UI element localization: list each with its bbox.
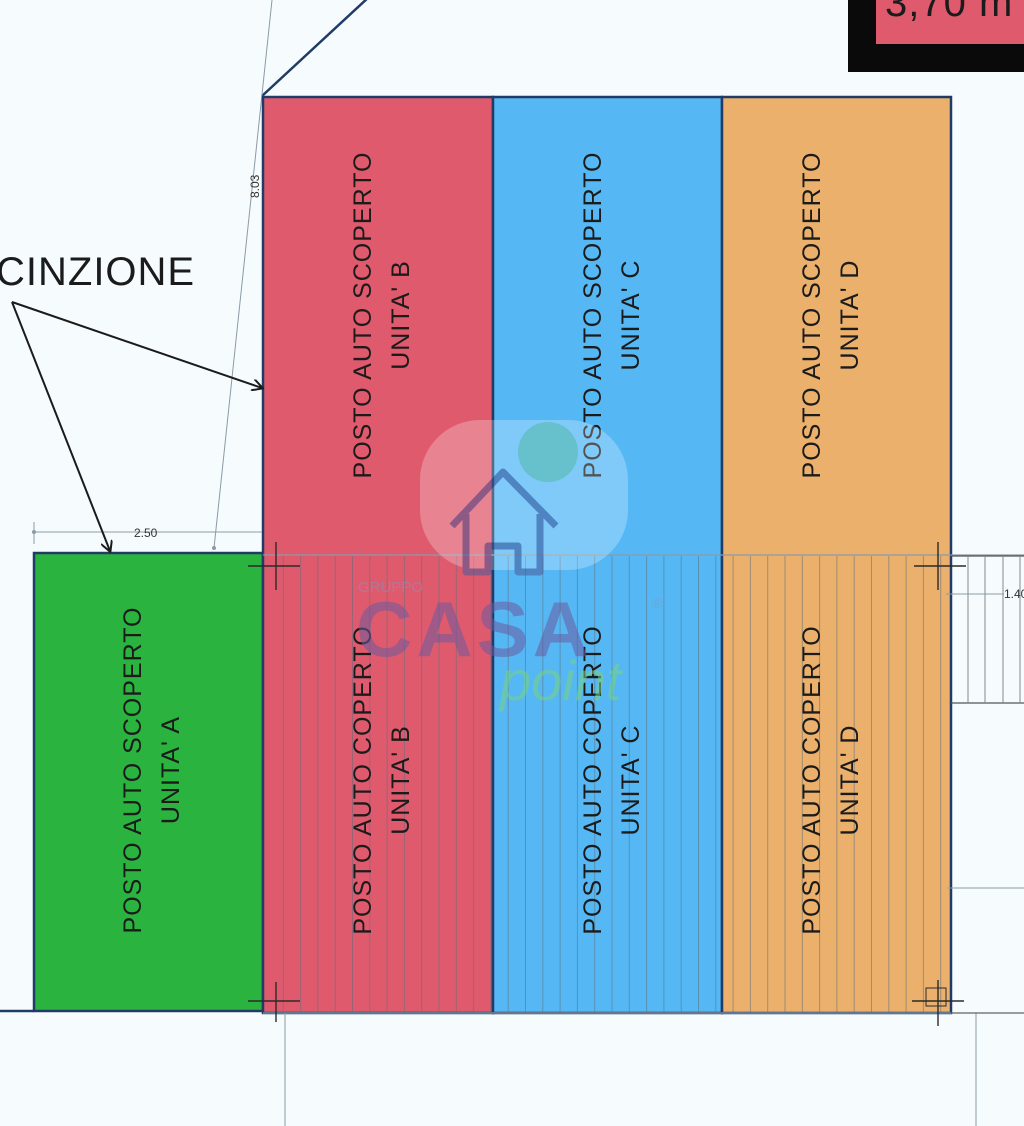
top-right-measure-box: 3,70 m: [848, 0, 1024, 72]
label-b-uncovered-line1: POSTO AUTO SCOPERTO: [349, 152, 377, 479]
label-b-uncovered-line2: UNITA' B: [387, 260, 415, 370]
label-d-uncovered-line2: UNITA' D: [836, 260, 864, 371]
label-a-uncovered: POSTO AUTO SCOPERTO UNITA' A: [119, 607, 185, 934]
label-c-uncovered-line2: UNITA' C: [617, 260, 645, 371]
covered-roof-hatch: [282, 556, 942, 1012]
label-d-covered-line2: UNITA' D: [836, 725, 864, 836]
dim-left-width-label: 2.50: [134, 526, 158, 540]
watermark-logo: GRUPPO CASA ® point: [356, 420, 663, 712]
watermark-gruppo: GRUPPO: [358, 579, 423, 596]
label-d-uncovered: POSTO AUTO SCOPERTO UNITA' D: [798, 152, 864, 479]
label-b-covered: POSTO AUTO COPERTO UNITA' B: [349, 625, 415, 934]
watermark-brand: CASA: [356, 585, 593, 673]
column-markers: [248, 542, 966, 1026]
fence-arrow-upper: [11, 301, 262, 388]
boundary-diagonal-line: [261, 0, 368, 97]
fence-label: CINZIONE: [0, 250, 195, 294]
dim-vertical-label: 8.03: [248, 174, 262, 198]
label-a-uncovered-line2: UNITA' A: [157, 716, 185, 824]
label-b-covered-line2: UNITA' B: [387, 725, 415, 835]
label-c-covered-line2: UNITA' C: [617, 725, 645, 836]
label-c-uncovered-line1: POSTO AUTO SCOPERTO: [579, 152, 607, 479]
label-d-covered-line1: POSTO AUTO COPERTO: [798, 625, 826, 934]
fence-arrow-lower: [11, 301, 110, 551]
top-right-measure-text: 3,70 m: [885, 0, 1013, 25]
watermark-registered: ®: [652, 595, 663, 611]
parking-a-uncovered: [32, 551, 265, 1013]
watermark-tree-icon: [518, 422, 578, 482]
label-a-uncovered-line1: POSTO AUTO SCOPERTO: [119, 607, 147, 934]
construction-line: [213, 0, 273, 549]
label-d-uncovered-line1: POSTO AUTO SCOPERTO: [798, 152, 826, 479]
watermark-point: point: [498, 649, 624, 712]
dim-right-label: 1.40: [1004, 587, 1024, 601]
right-adjoining-structure: [946, 555, 1024, 1126]
label-c-uncovered: POSTO AUTO SCOPERTO UNITA' C: [579, 152, 645, 479]
label-d-covered: POSTO AUTO COPERTO UNITA' D: [798, 625, 864, 934]
label-c-covered: POSTO AUTO COPERTO UNITA' C: [579, 625, 645, 934]
label-b-covered-line1: POSTO AUTO COPERTO: [349, 625, 377, 934]
label-b-uncovered: POSTO AUTO SCOPERTO UNITA' B: [349, 152, 415, 479]
dim-left-width: [32, 522, 262, 550]
label-c-covered-line1: POSTO AUTO COPERTO: [579, 625, 607, 934]
watermark-house-icon: [449, 468, 559, 576]
